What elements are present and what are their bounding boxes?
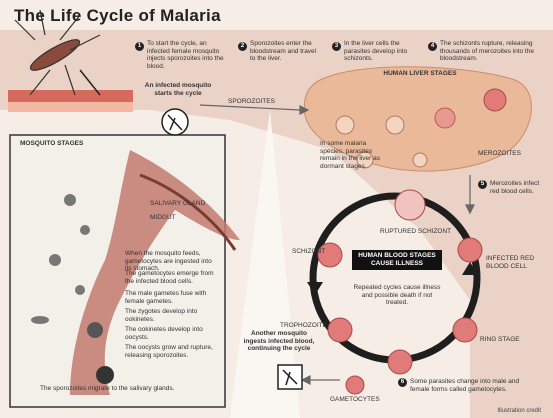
step-3-text: In the liver cells the parasites develop… <box>344 40 419 63</box>
cycle-arrowhead <box>307 282 323 295</box>
gametocytes-label: GAMETOCYTES <box>330 396 380 404</box>
blood-title-text: HUMAN BLOOD STAGES <box>358 252 436 259</box>
mosquito-step-7: The sporozoites migrate to the salivary … <box>40 385 210 393</box>
infected-rbc-label: INFECTED RED BLOOD CELL <box>486 255 536 270</box>
step-2-text: Sporozoites enter the bloodstream and tr… <box>250 40 320 63</box>
mosquito-stages-title: MOSQUITO STAGES <box>20 140 83 148</box>
page-title: The Life Cycle of Malaria <box>14 6 221 26</box>
mosquito-step-6: The oocysts grow and rupture, releasing … <box>125 344 215 359</box>
another-bite-label: Another mosquito ingests infected blood,… <box>240 330 318 353</box>
blood-stages-title: HUMAN BLOOD STAGES CAUSE ILLNESS <box>352 250 442 270</box>
bite-start-label: An infected mosquito starts the cycle <box>140 82 216 97</box>
sporozoites-label: SPOROZOITES <box>228 98 275 106</box>
step-marker: 5 <box>478 180 487 189</box>
step-marker: 4 <box>428 42 437 51</box>
trophozoite-label: TROPHOZOITE <box>280 322 327 330</box>
step-1-text: To start the cycle, an infected female m… <box>147 40 225 70</box>
blood-sub-text: CAUSE ILLNESS <box>371 260 423 267</box>
ruptured-schizont-label: RUPTURED SCHIZONT <box>380 228 451 236</box>
merozoites-label: MEROZOITES <box>478 150 521 158</box>
step-marker: 6 <box>398 378 407 387</box>
gametocyte-note: Some parasites change into male and fema… <box>410 378 540 393</box>
mosquito-bite-icon <box>162 109 188 135</box>
mosquito-step-3: The male gametes fuse with female gamete… <box>125 290 215 305</box>
step-marker: 3 <box>332 42 341 51</box>
mosquito-ingest-icon <box>278 365 302 389</box>
liver-stages-title: HUMAN LIVER STAGES <box>370 70 470 78</box>
ring-stage-label: RING STAGE <box>480 336 520 344</box>
credit-line: Illustration credit <box>497 408 541 414</box>
skin-layer <box>8 90 133 102</box>
blood-note: Repeated cycles cause illness and possib… <box>352 284 442 307</box>
merozoites-infect-text: Merozoites infect red blood cells. <box>490 180 546 195</box>
mosquito-step-5: The ookinetes develop into oocysts. <box>125 326 215 341</box>
schizont-label: SCHIZONT <box>292 248 325 256</box>
step-4-text: The schizonts rupture, releasing thousan… <box>440 40 542 63</box>
step-marker: 2 <box>238 42 247 51</box>
skin-layer <box>8 102 133 112</box>
mosquito-step-4: The zygotes develop into ookinetes. <box>125 308 215 323</box>
step-marker: 1 <box>135 42 144 51</box>
salivary-gland-label: SALIVARY GLAND <box>150 200 205 208</box>
mosquito-step-2: The gametocytes emerge from the infected… <box>125 270 215 285</box>
liver-note: In some malaria species, parasites remai… <box>320 140 380 170</box>
midgut-label: MIDGUT <box>150 214 176 222</box>
